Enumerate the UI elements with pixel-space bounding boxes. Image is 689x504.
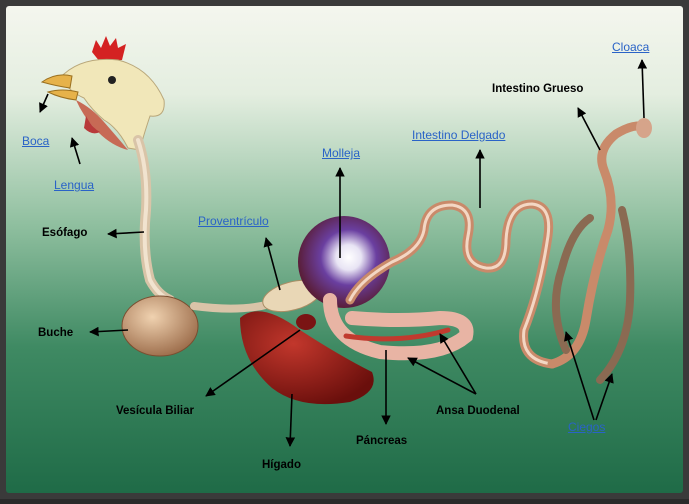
- label-pancreas: Páncreas: [356, 434, 407, 448]
- gizzard-organ: [298, 216, 390, 308]
- cloaca-organ: [636, 118, 652, 138]
- label-ciegos[interactable]: Ciegos: [568, 420, 605, 434]
- label-vesicula-biliar: Vesícula Biliar: [116, 404, 194, 418]
- label-cloaca[interactable]: Cloaca: [612, 40, 649, 54]
- label-boca[interactable]: Boca: [22, 134, 49, 148]
- label-intestino-delgado[interactable]: Intestino Delgado: [412, 128, 505, 142]
- label-ansa-duodenal: Ansa Duodenal: [436, 404, 520, 418]
- label-intestino-grueso: Intestino Grueso: [492, 82, 583, 96]
- gallbladder-organ: [296, 314, 316, 330]
- crop-organ: [122, 296, 198, 356]
- label-lengua[interactable]: Lengua: [54, 178, 94, 192]
- label-buche: Buche: [38, 326, 73, 340]
- label-higado: Hígado: [262, 458, 301, 472]
- label-molleja[interactable]: Molleja: [322, 146, 360, 160]
- label-esofago: Esófago: [42, 226, 87, 240]
- label-proventriculo[interactable]: Proventrículo: [198, 214, 269, 228]
